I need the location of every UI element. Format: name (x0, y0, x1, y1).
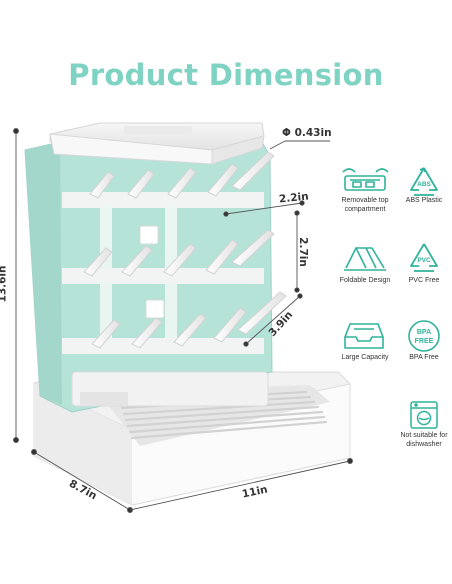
feature-label-foldable: Foldable Design (339, 277, 391, 284)
bpa-badge-line1: BPA (417, 329, 431, 336)
base-tray (33, 371, 351, 506)
feature-label-pvc: PVC Free (408, 277, 440, 284)
tray-icon (342, 168, 389, 191)
dimension-lines (13, 128, 353, 513)
bpa-badge-line2: FREE (415, 338, 434, 345)
feature-label-removable: Removable top compartment (341, 197, 389, 213)
inbox-icon (344, 323, 384, 349)
folding-icon (344, 247, 386, 271)
page-title: Product Dimension (68, 58, 384, 92)
abs-badge-text: ABS (417, 181, 431, 188)
bpa-free-icon: BPA FREE (408, 320, 440, 352)
feature-label-abs: ABS Plastic (405, 197, 443, 204)
feature-label-capacity: Large Capacity (341, 354, 389, 361)
back-panel (24, 141, 273, 413)
pvc-badge-text: PVC (417, 257, 431, 264)
feature-label-bpa: BPA Free (409, 354, 439, 361)
abs-recycle-icon: ABS (410, 167, 438, 196)
drying-pegs (83, 151, 287, 349)
feature-label-dishwasher: Not suitable for dishwasher (400, 432, 448, 448)
peg-diameter-label: Φ 0.43in (282, 127, 332, 139)
top-compartment (49, 122, 265, 165)
washing-machine-icon (410, 401, 438, 429)
pvc-recycle-icon: PVC (410, 243, 438, 272)
